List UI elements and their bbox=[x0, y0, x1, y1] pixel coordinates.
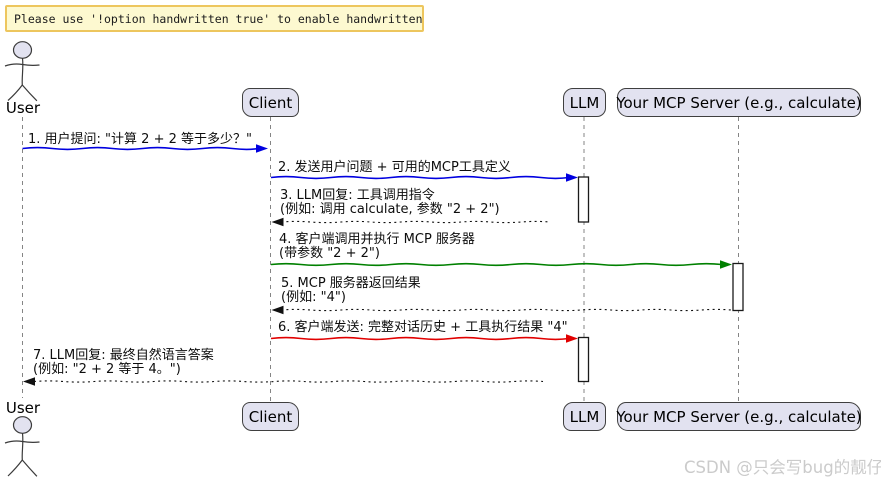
message-6-line bbox=[270, 336, 570, 341]
participant-mcp-bottom: Your MCP Server (e.g., calculate) bbox=[616, 402, 862, 431]
message-5-line2: (例如: "4") bbox=[281, 289, 346, 305]
user-actor-icon-top bbox=[4, 41, 40, 102]
message-6-line1: 6. 客户端发送: 完整对话历史 + 工具执行结果 "4" bbox=[278, 320, 568, 335]
activation-bar-mcp bbox=[732, 262, 744, 312]
user-actor-icon-bottom bbox=[4, 416, 40, 477]
message-4-line bbox=[270, 262, 723, 267]
message-1-line bbox=[22, 146, 259, 151]
message-4-arrow bbox=[270, 260, 732, 269]
participant-client-top: Client bbox=[242, 88, 299, 117]
actor-head bbox=[12, 416, 33, 434]
diagram-note-text: Please use '!option handwritten true' to… bbox=[14, 11, 423, 26]
message-2-label: 2. 发送用户问题 + 可用的MCP工具定义 bbox=[278, 161, 511, 175]
message-7-arrowhead bbox=[23, 377, 35, 386]
participant-mcp-label: Your MCP Server (e.g., calculate) bbox=[616, 93, 862, 112]
diagram-note: Please use '!option handwritten true' to… bbox=[5, 5, 424, 32]
participant-client-bottom: Client bbox=[242, 402, 299, 431]
message-1-arrow bbox=[22, 144, 268, 153]
message-1-line1: 1. 用户提问: "计算 2 + 2 等于多少？" bbox=[28, 132, 252, 147]
participant-llm-bottom: LLM bbox=[563, 402, 606, 431]
activation-bar-llm-2 bbox=[577, 336, 590, 383]
participant-llm-top: LLM bbox=[563, 88, 606, 117]
message-2-line1: 2. 发送用户问题 + 可用的MCP工具定义 bbox=[278, 160, 511, 175]
message-3-line2: (例如: 调用 calculate, 参数 "2 + 2") bbox=[280, 201, 500, 217]
actor-label-user-top: User bbox=[5, 99, 41, 117]
participant-client-label: Client bbox=[248, 407, 293, 426]
message-7-arrow bbox=[23, 377, 544, 386]
actor-label-user-bottom: User bbox=[5, 399, 41, 417]
message-3-arrowhead bbox=[271, 217, 284, 227]
message-5-line1: 5. MCP 服务器返回结果 bbox=[281, 276, 421, 291]
participant-client-label: Client bbox=[248, 93, 293, 112]
message-7-label: 7. LLM回复: 最终自然语言答案 (例如: "2 + 2 等于 4。") bbox=[33, 349, 214, 376]
message-5-label: 5. MCP 服务器返回结果 (例如: "4") bbox=[281, 277, 421, 304]
message-3-line bbox=[280, 220, 551, 224]
actor-arms bbox=[4, 440, 40, 444]
message-5-arrowhead bbox=[271, 305, 284, 315]
actor-body bbox=[21, 58, 24, 86]
message-5-arrow bbox=[271, 305, 733, 315]
message-2-arrow bbox=[270, 173, 578, 182]
actor-leg-right bbox=[21, 84, 38, 102]
message-4-arrowhead bbox=[720, 260, 732, 269]
message-1-label: 1. 用户提问: "计算 2 + 2 等于多少？" bbox=[28, 133, 252, 147]
message-3-arrow bbox=[271, 217, 551, 227]
message-6-arrow bbox=[270, 334, 578, 343]
message-7-line1: 7. LLM回复: 最终自然语言答案 bbox=[33, 348, 214, 363]
csdn-watermark: CSDN @只会写bug的靓仔 bbox=[684, 458, 881, 477]
message-5-line bbox=[280, 308, 733, 312]
participant-llm-label: LLM bbox=[569, 93, 600, 112]
message-7-line2: (例如: "2 + 2 等于 4。") bbox=[33, 361, 181, 377]
actor-arms bbox=[4, 63, 40, 67]
message-4-line2: (带参数 "2 + 2") bbox=[279, 245, 380, 261]
actor-leg-left bbox=[7, 459, 23, 477]
actor-leg-right bbox=[21, 459, 38, 477]
message-6-arrowhead bbox=[566, 334, 578, 343]
actor-head bbox=[12, 41, 33, 59]
message-4-line1: 4. 客户端调用并执行 MCP 服务器 bbox=[279, 232, 475, 247]
message-2-line bbox=[270, 175, 570, 180]
actor-body bbox=[21, 433, 24, 461]
participant-mcp-label: Your MCP Server (e.g., calculate) bbox=[616, 407, 862, 426]
message-6-label: 6. 客户端发送: 完整对话历史 + 工具执行结果 "4" bbox=[278, 321, 568, 335]
participant-mcp-top: Your MCP Server (e.g., calculate) bbox=[616, 88, 862, 117]
participant-llm-label: LLM bbox=[569, 407, 600, 426]
message-4-label: 4. 客户端调用并执行 MCP 服务器 (带参数 "2 + 2") bbox=[279, 233, 475, 260]
message-3-line1: 3. LLM回复: 工具调用指令 bbox=[280, 188, 435, 203]
message-7-line bbox=[33, 380, 544, 383]
actor-leg-left bbox=[7, 84, 23, 101]
message-2-arrowhead bbox=[566, 173, 578, 182]
activation-bar-llm-1 bbox=[577, 176, 590, 223]
message-3-label: 3. LLM回复: 工具调用指令 (例如: 调用 calculate, 参数 "… bbox=[280, 189, 500, 216]
message-1-arrowhead bbox=[256, 144, 268, 153]
